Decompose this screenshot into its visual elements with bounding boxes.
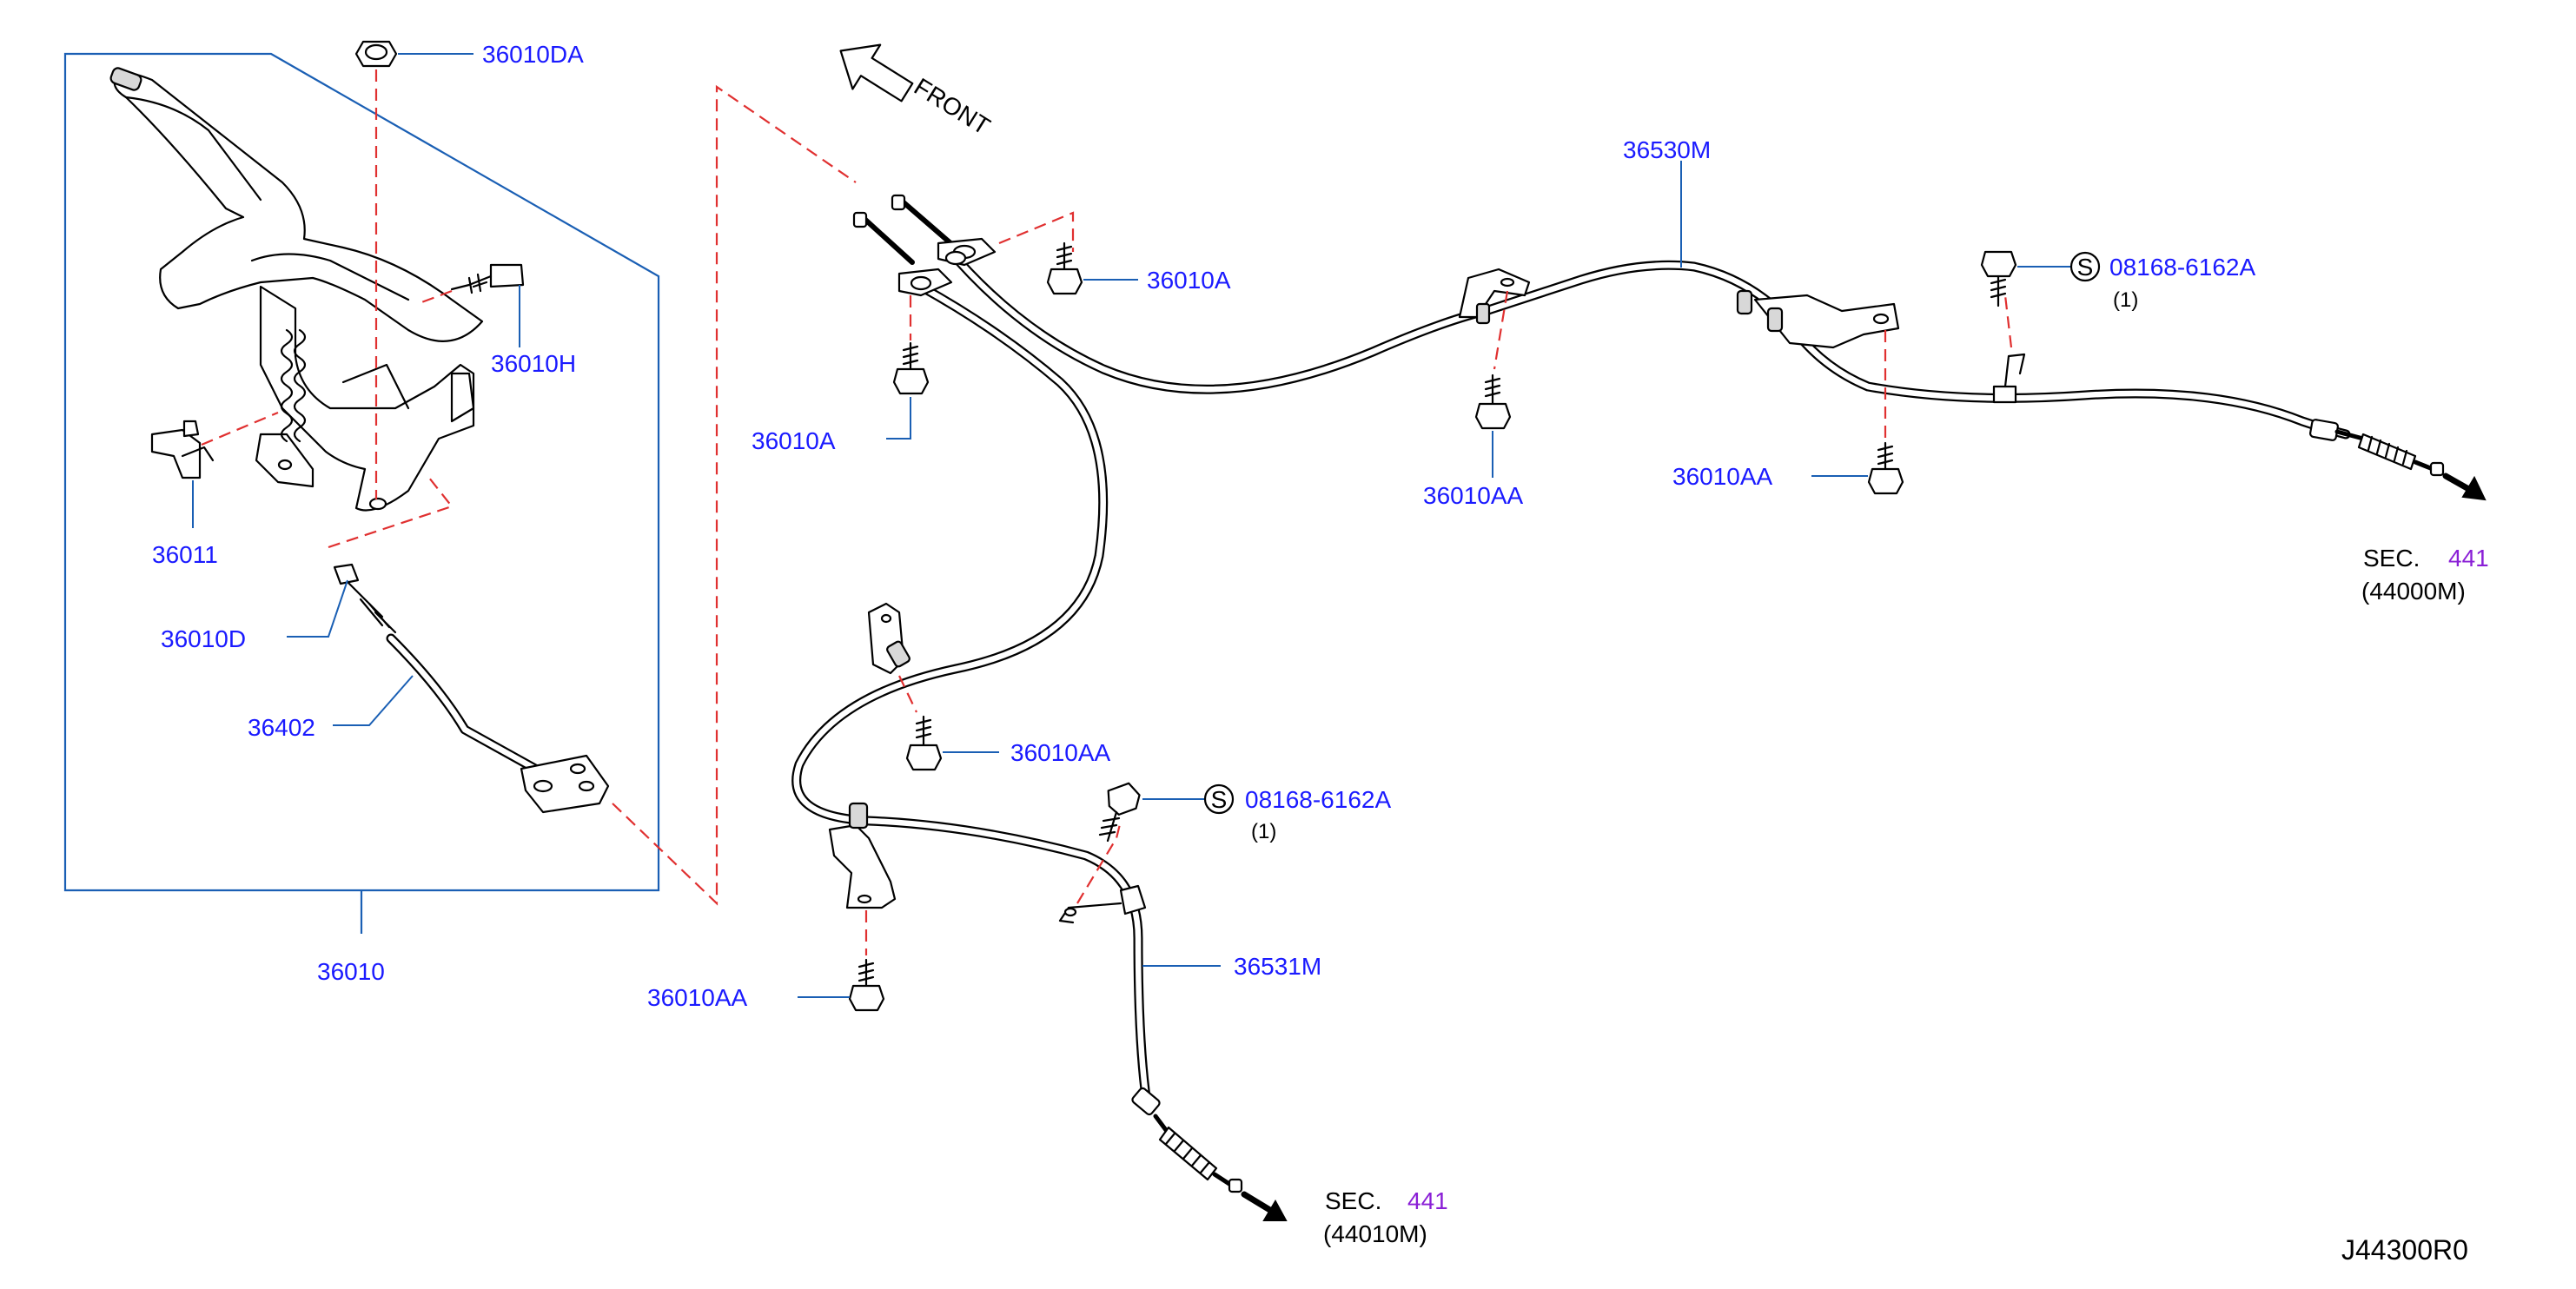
dash-36010H: [416, 289, 453, 306]
dash-lever-cable: [328, 473, 454, 549]
leader-36010D: [287, 579, 348, 638]
cable-36402: [333, 563, 610, 814]
bolt-36010AA-bottom: [848, 958, 885, 1012]
rh-rear-end: [2309, 419, 2487, 501]
sec-ref-lh-number: 441: [1407, 1187, 1448, 1214]
label-36010AA-center: 36010AA: [1010, 739, 1111, 766]
label-08168-right: 08168-6162A: [2109, 254, 2255, 281]
assembly-frame: [63, 52, 660, 892]
lh-rear-end: [1131, 1087, 1288, 1221]
label-36530M: 36530M: [1623, 136, 1711, 163]
dash-front-bracket: [998, 211, 1075, 252]
sec-ref-rh-number: 441: [2448, 545, 2489, 572]
label-36010AA-bottom: 36010AA: [647, 984, 748, 1011]
parking-brake-lever: [109, 67, 484, 512]
lh-clip: [1058, 884, 1147, 924]
qty-08168-left: (1): [1251, 820, 1276, 843]
label-36010H: 36010H: [491, 350, 576, 377]
lh-bracket-lower: [828, 802, 897, 909]
bolt-08168-6162A-left: [1098, 782, 1141, 843]
bolt-36010AA-center: [905, 715, 943, 771]
bolt-36010AA-mid: [1474, 373, 1512, 430]
label-36010AA-mid: 36010AA: [1423, 482, 1524, 509]
label-36010D: 36010D: [161, 625, 246, 652]
front-label: FRONT: [910, 73, 995, 140]
front-arrow-icon: [839, 43, 914, 102]
s-symbol-left-text: S: [1211, 786, 1228, 813]
leader-36402: [333, 675, 414, 726]
label-36010DA: 36010DA: [482, 41, 584, 68]
label-36010A-right: 36010A: [1147, 267, 1231, 294]
label-36011: 36011: [152, 541, 218, 568]
rh-clip: [1992, 353, 2026, 404]
rh-bracket-right: [1736, 289, 1900, 349]
sec-ref-lh-prefix: SEC.: [1325, 1187, 1381, 1214]
sec-ref-rh-prefix: SEC.: [2363, 545, 2420, 572]
label-36402: 36402: [248, 714, 315, 741]
label-36531M: 36531M: [1234, 953, 1321, 980]
dash-equalizer: [612, 84, 857, 906]
dash-36011: [201, 411, 279, 446]
nut-36010DA: [354, 40, 398, 68]
rh-bracket-mid: [1458, 268, 1531, 325]
s-symbol-right-text: S: [2077, 254, 2094, 281]
diagram-id: J44300R0: [2341, 1234, 2468, 1266]
label-08168-left: 08168-6162A: [1245, 786, 1391, 813]
switch-36011: [150, 420, 215, 479]
bolt-08168-6162A-right: [1980, 250, 2017, 307]
qty-08168-right: (1): [2113, 288, 2138, 312]
bolt-36010A-left: [892, 341, 930, 395]
s-symbol-left: [1203, 783, 1235, 815]
sec-ref-rh-sub: (44000M): [2361, 578, 2466, 605]
label-36010AA-right: 36010AA: [1672, 463, 1773, 490]
label-36010A-left: 36010A: [752, 427, 836, 454]
lh-bracket-upper: [867, 602, 911, 675]
cable-36531M: [791, 281, 1152, 1108]
bolt-36010A-right: [1046, 241, 1083, 295]
s-symbol-right: [2069, 251, 2101, 282]
label-36010: 36010: [317, 958, 385, 985]
leader-36010A-left: [886, 397, 911, 440]
bolt-36010H: [450, 263, 525, 294]
sec-ref-lh-sub: (44010M): [1323, 1220, 1427, 1247]
cable-front-ends: [852, 194, 997, 297]
bolt-36010AA-right: [1867, 441, 1904, 495]
